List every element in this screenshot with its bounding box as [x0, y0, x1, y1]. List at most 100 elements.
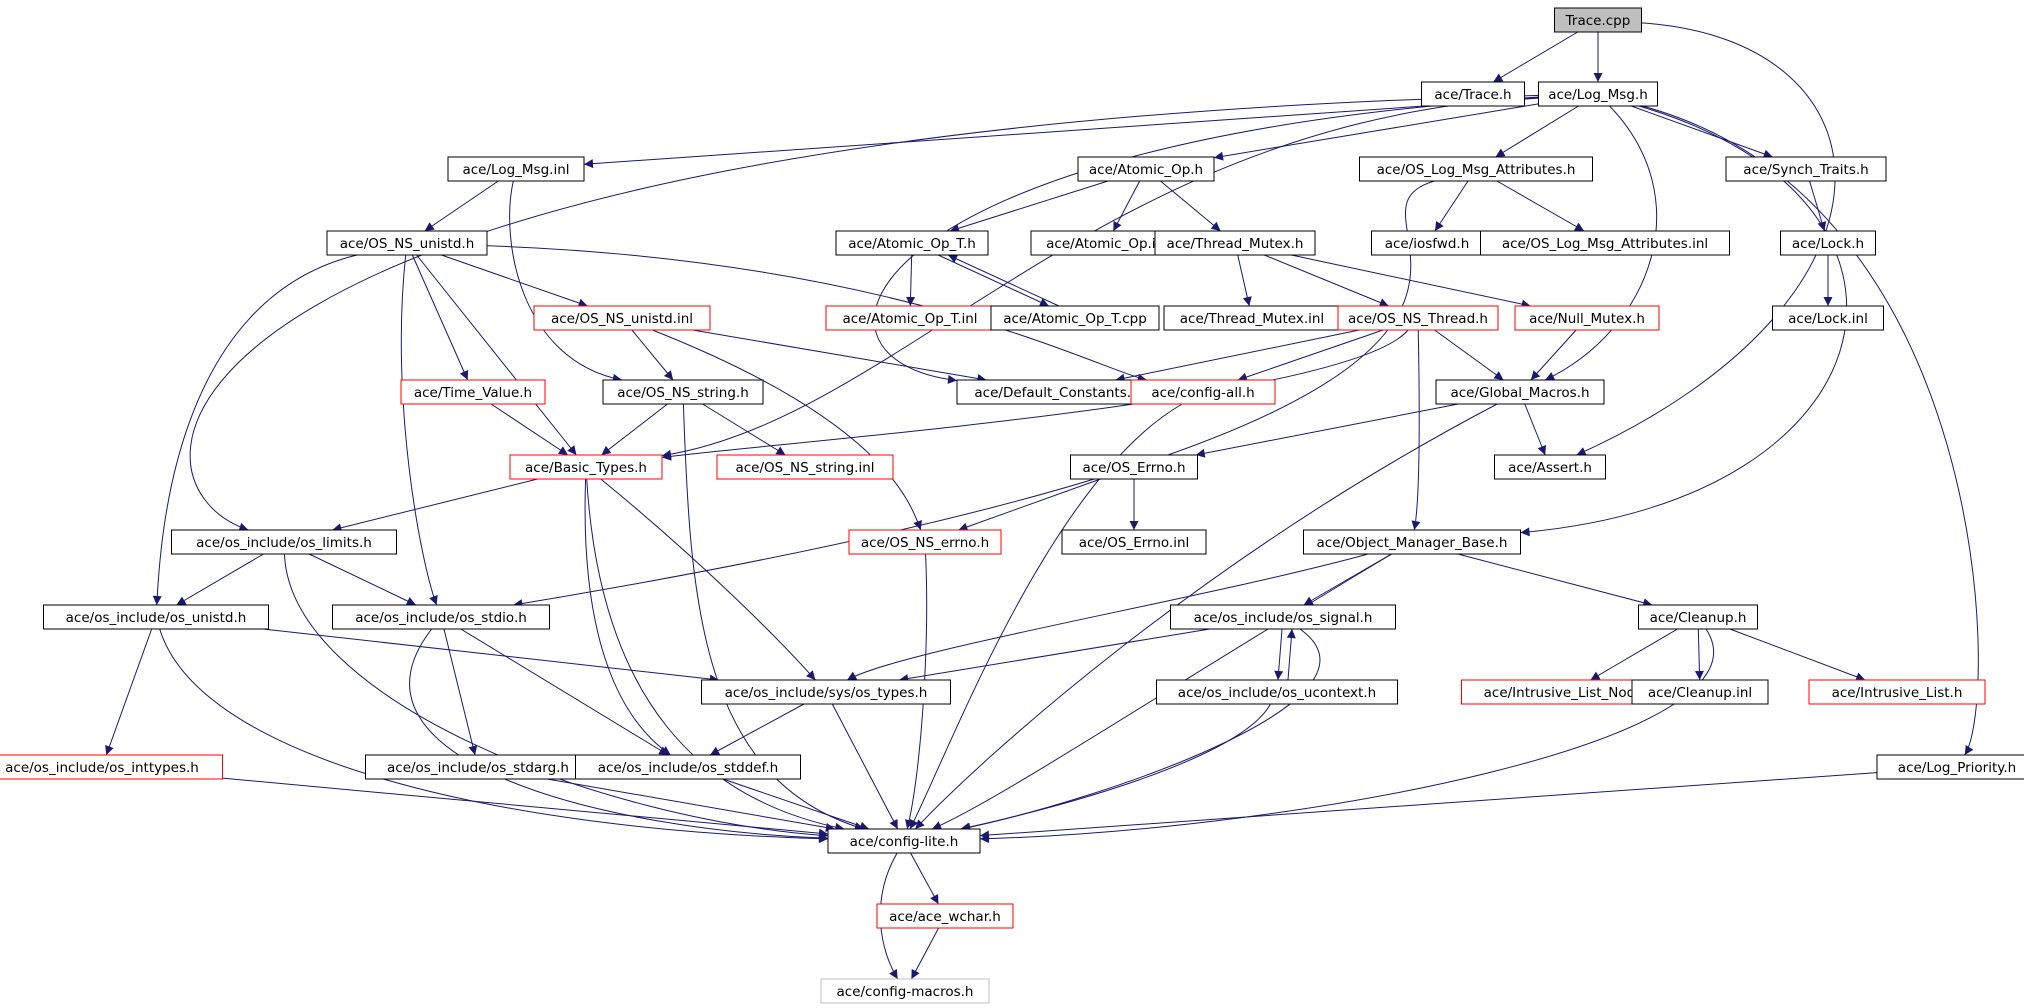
node-object-manager-base-h[interactable]: ace/Object_Manager_Base.h [1303, 529, 1521, 555]
node-lock-inl[interactable]: ace/Lock.inl [1772, 305, 1884, 331]
edge-atomic-op-h-to-atomic-op-t-h [949, 180, 1109, 233]
node-box [848, 529, 1002, 555]
node-basic-types-h[interactable]: ace/Basic_Types.h [509, 454, 663, 480]
node-config-all-h[interactable]: ace/config-all.h [1130, 379, 1276, 405]
edge-os-limits-h-to-os-stdio-h [308, 553, 417, 606]
edge-os-stdio-h-to-os-stdarg-h [443, 628, 478, 756]
node-box [575, 754, 801, 780]
node-global-macros-h[interactable]: ace/Global_Macros.h [1435, 379, 1605, 405]
node-null-mutex-h[interactable]: ace/Null_Mutex.h [1514, 305, 1660, 331]
edge-global-macros-h-to-assert-h [1524, 403, 1547, 456]
edge-log-priority-h-to-config-lite-h [979, 772, 1878, 840]
node-box [1077, 156, 1215, 182]
node-label: ace/Log_Msg.h [1548, 87, 1648, 103]
node-label: ace/Log_Priority.h [1898, 760, 2016, 776]
edge-log-msg-h-to-synch-traits-h [1631, 105, 1773, 159]
node-thread-mutex-inl[interactable]: ace/Thread_Mutex.inl [1163, 305, 1341, 331]
node-atomic-op-t-inl[interactable]: ace/Atomic_Op_T.inl [825, 305, 995, 331]
edge-basic-types-h-to-sys-os-types-h [600, 478, 816, 681]
edge-cleanup-h-to-intrusive-list-h [1729, 628, 1866, 682]
node-label: ace/OS_NS_string.h [617, 385, 749, 401]
node-synch-traits-h[interactable]: ace/Synch_Traits.h [1725, 156, 1887, 182]
node-label: ace/os_include/sys/os_types.h [725, 685, 928, 701]
node-log-priority-h[interactable]: ace/Log_Priority.h [1876, 754, 2024, 780]
node-intrusive-list-node-h[interactable]: ace/Intrusive_List_Node.h [1461, 679, 1679, 705]
node-label: ace/Atomic_Op.inl [1046, 236, 1168, 252]
node-label: ace/OS_NS_errno.h [861, 535, 989, 551]
node-box [835, 230, 989, 256]
edge-os-ns-thread-h-to-basic-types-h [661, 329, 1409, 461]
node-box [1061, 529, 1207, 555]
node-default-constants-h[interactable]: ace/Default_Constants.h [956, 379, 1158, 405]
node-os-ns-errno-h[interactable]: ace/OS_NS_errno.h [848, 529, 1002, 555]
node-label: ace/Trace.h [1434, 87, 1511, 103]
node-os-ns-string-inl[interactable]: ace/OS_NS_string.inl [716, 454, 894, 480]
node-os-limits-h[interactable]: ace/os_include/os_limits.h [171, 529, 397, 555]
node-atomic-op-t-h[interactable]: ace/Atomic_Op_T.h [835, 230, 989, 256]
node-os-stdarg-h[interactable]: ace/os_include/os_stdarg.h [365, 754, 591, 780]
node-label: ace/Synch_Traits.h [1743, 162, 1868, 178]
node-os-errno-h[interactable]: ace/OS_Errno.h [1070, 454, 1198, 480]
node-os-ns-thread-h[interactable]: ace/OS_NS_Thread.h [1337, 305, 1499, 331]
node-config-macros-h[interactable]: ace/config-macros.h [820, 978, 990, 1004]
node-label: ace/Lock.inl [1788, 311, 1868, 327]
node-ace-wchar-h[interactable]: ace/ace_wchar.h [876, 903, 1014, 929]
node-os-log-msg-attr-h[interactable]: ace/OS_Log_Msg_Attributes.h [1359, 156, 1593, 182]
node-sys-os-types-h[interactable]: ace/os_include/sys/os_types.h [701, 679, 951, 705]
node-box [1421, 81, 1525, 107]
edge-os-stdarg-h-to-config-lite-h [546, 778, 836, 832]
node-os-ns-unistd-inl[interactable]: ace/OS_NS_unistd.inl [533, 305, 711, 331]
node-atomic-op-h[interactable]: ace/Atomic_Op.h [1077, 156, 1215, 182]
edge-os-ns-unistd-h-to-time-value-h [411, 254, 469, 381]
edge-os-ns-thread-h-to-global-macros-h [1434, 329, 1504, 381]
node-label: ace/Cleanup.inl [1648, 685, 1752, 701]
node-config-lite-h[interactable]: ace/config-lite.h [827, 828, 981, 854]
node-box [1780, 230, 1876, 256]
node-label: ace/Null_Mutex.h [1529, 311, 1645, 327]
node-box [1070, 454, 1198, 480]
edge-basic-types-h-to-os-limits-h [332, 478, 538, 533]
edge-os-ns-unistd-inl-to-os-ns-string-h [631, 329, 674, 381]
node-atomic-op-t-cpp[interactable]: ace/Atomic_Op_T.cpp [990, 305, 1160, 331]
node-trace-cpp[interactable]: Trace.cpp [1554, 7, 1642, 33]
node-box [827, 828, 981, 854]
node-iosfwd-h[interactable]: ace/iosfwd.h [1371, 230, 1483, 256]
node-log-msg-inl[interactable]: ace/Log_Msg.inl [447, 156, 585, 182]
node-log-msg-h[interactable]: ace/Log_Msg.h [1538, 81, 1658, 107]
node-cleanup-inl[interactable]: ace/Cleanup.inl [1631, 679, 1769, 705]
node-lock-h[interactable]: ace/Lock.h [1780, 230, 1876, 256]
edge-thread-mutex-h-to-null-mutex-h [1291, 254, 1531, 309]
node-os-ns-string-h[interactable]: ace/OS_NS_string.h [602, 379, 764, 405]
node-assert-h[interactable]: ace/Assert.h [1494, 454, 1606, 480]
node-label: ace/Thread_Mutex.inl [1180, 311, 1324, 327]
node-box [533, 305, 711, 331]
edge-layer [105, 22, 1979, 980]
node-label: ace/OS_NS_unistd.h [340, 236, 475, 252]
node-label: ace/Cleanup.h [1650, 610, 1747, 626]
node-os-stddef-h[interactable]: ace/os_include/os_stddef.h [575, 754, 801, 780]
node-label: ace/os_include/os_ucontext.h [1178, 685, 1376, 701]
edge-os-signal-h-to-sys-os-types-h [899, 628, 1210, 683]
node-os-log-msg-attr-inl[interactable]: ace/OS_Log_Msg_Attributes.inl [1480, 230, 1730, 256]
node-intrusive-list-h[interactable]: ace/Intrusive_List.h [1808, 679, 1986, 705]
edge-config-all-h-to-config-lite-h [909, 403, 1183, 830]
node-thread-mutex-h[interactable]: ace/Thread_Mutex.h [1154, 230, 1316, 256]
node-trace-h[interactable]: ace/Trace.h [1421, 81, 1525, 107]
node-time-value-h[interactable]: ace/Time_Value.h [400, 379, 546, 405]
node-os-signal-h[interactable]: ace/os_include/os_signal.h [1170, 604, 1396, 630]
node-os-inttypes-h[interactable]: ace/os_include/os_inttypes.h [0, 754, 223, 780]
node-label: ace/Atomic_Op_T.inl [842, 311, 977, 327]
node-os-errno-inl[interactable]: ace/OS_Errno.inl [1061, 529, 1207, 555]
edge-global-macros-h-to-os-errno-h [1195, 403, 1459, 458]
node-cleanup-h[interactable]: ace/Cleanup.h [1638, 604, 1758, 630]
edge-os-stddef-h-to-config-lite-h [722, 778, 870, 831]
node-os-ns-unistd-h[interactable]: ace/OS_NS_unistd.h [326, 230, 488, 256]
node-box [1554, 7, 1642, 33]
node-label: ace/Atomic_Op.h [1089, 162, 1203, 178]
node-layer: Trace.cpp ace/Trace.h ace/Log_Msg.h ace/Log… [0, 7, 2024, 1004]
node-os-stdio-h[interactable]: ace/os_include/os_stdio.h [332, 604, 550, 630]
node-os-unistd-h[interactable]: ace/os_include/os_unistd.h [43, 604, 269, 630]
node-box [365, 754, 591, 780]
edge-os-errno-h-to-os-ns-errno-h [958, 478, 1101, 532]
node-os-ucontext-h[interactable]: ace/os_include/os_ucontext.h [1156, 679, 1398, 705]
